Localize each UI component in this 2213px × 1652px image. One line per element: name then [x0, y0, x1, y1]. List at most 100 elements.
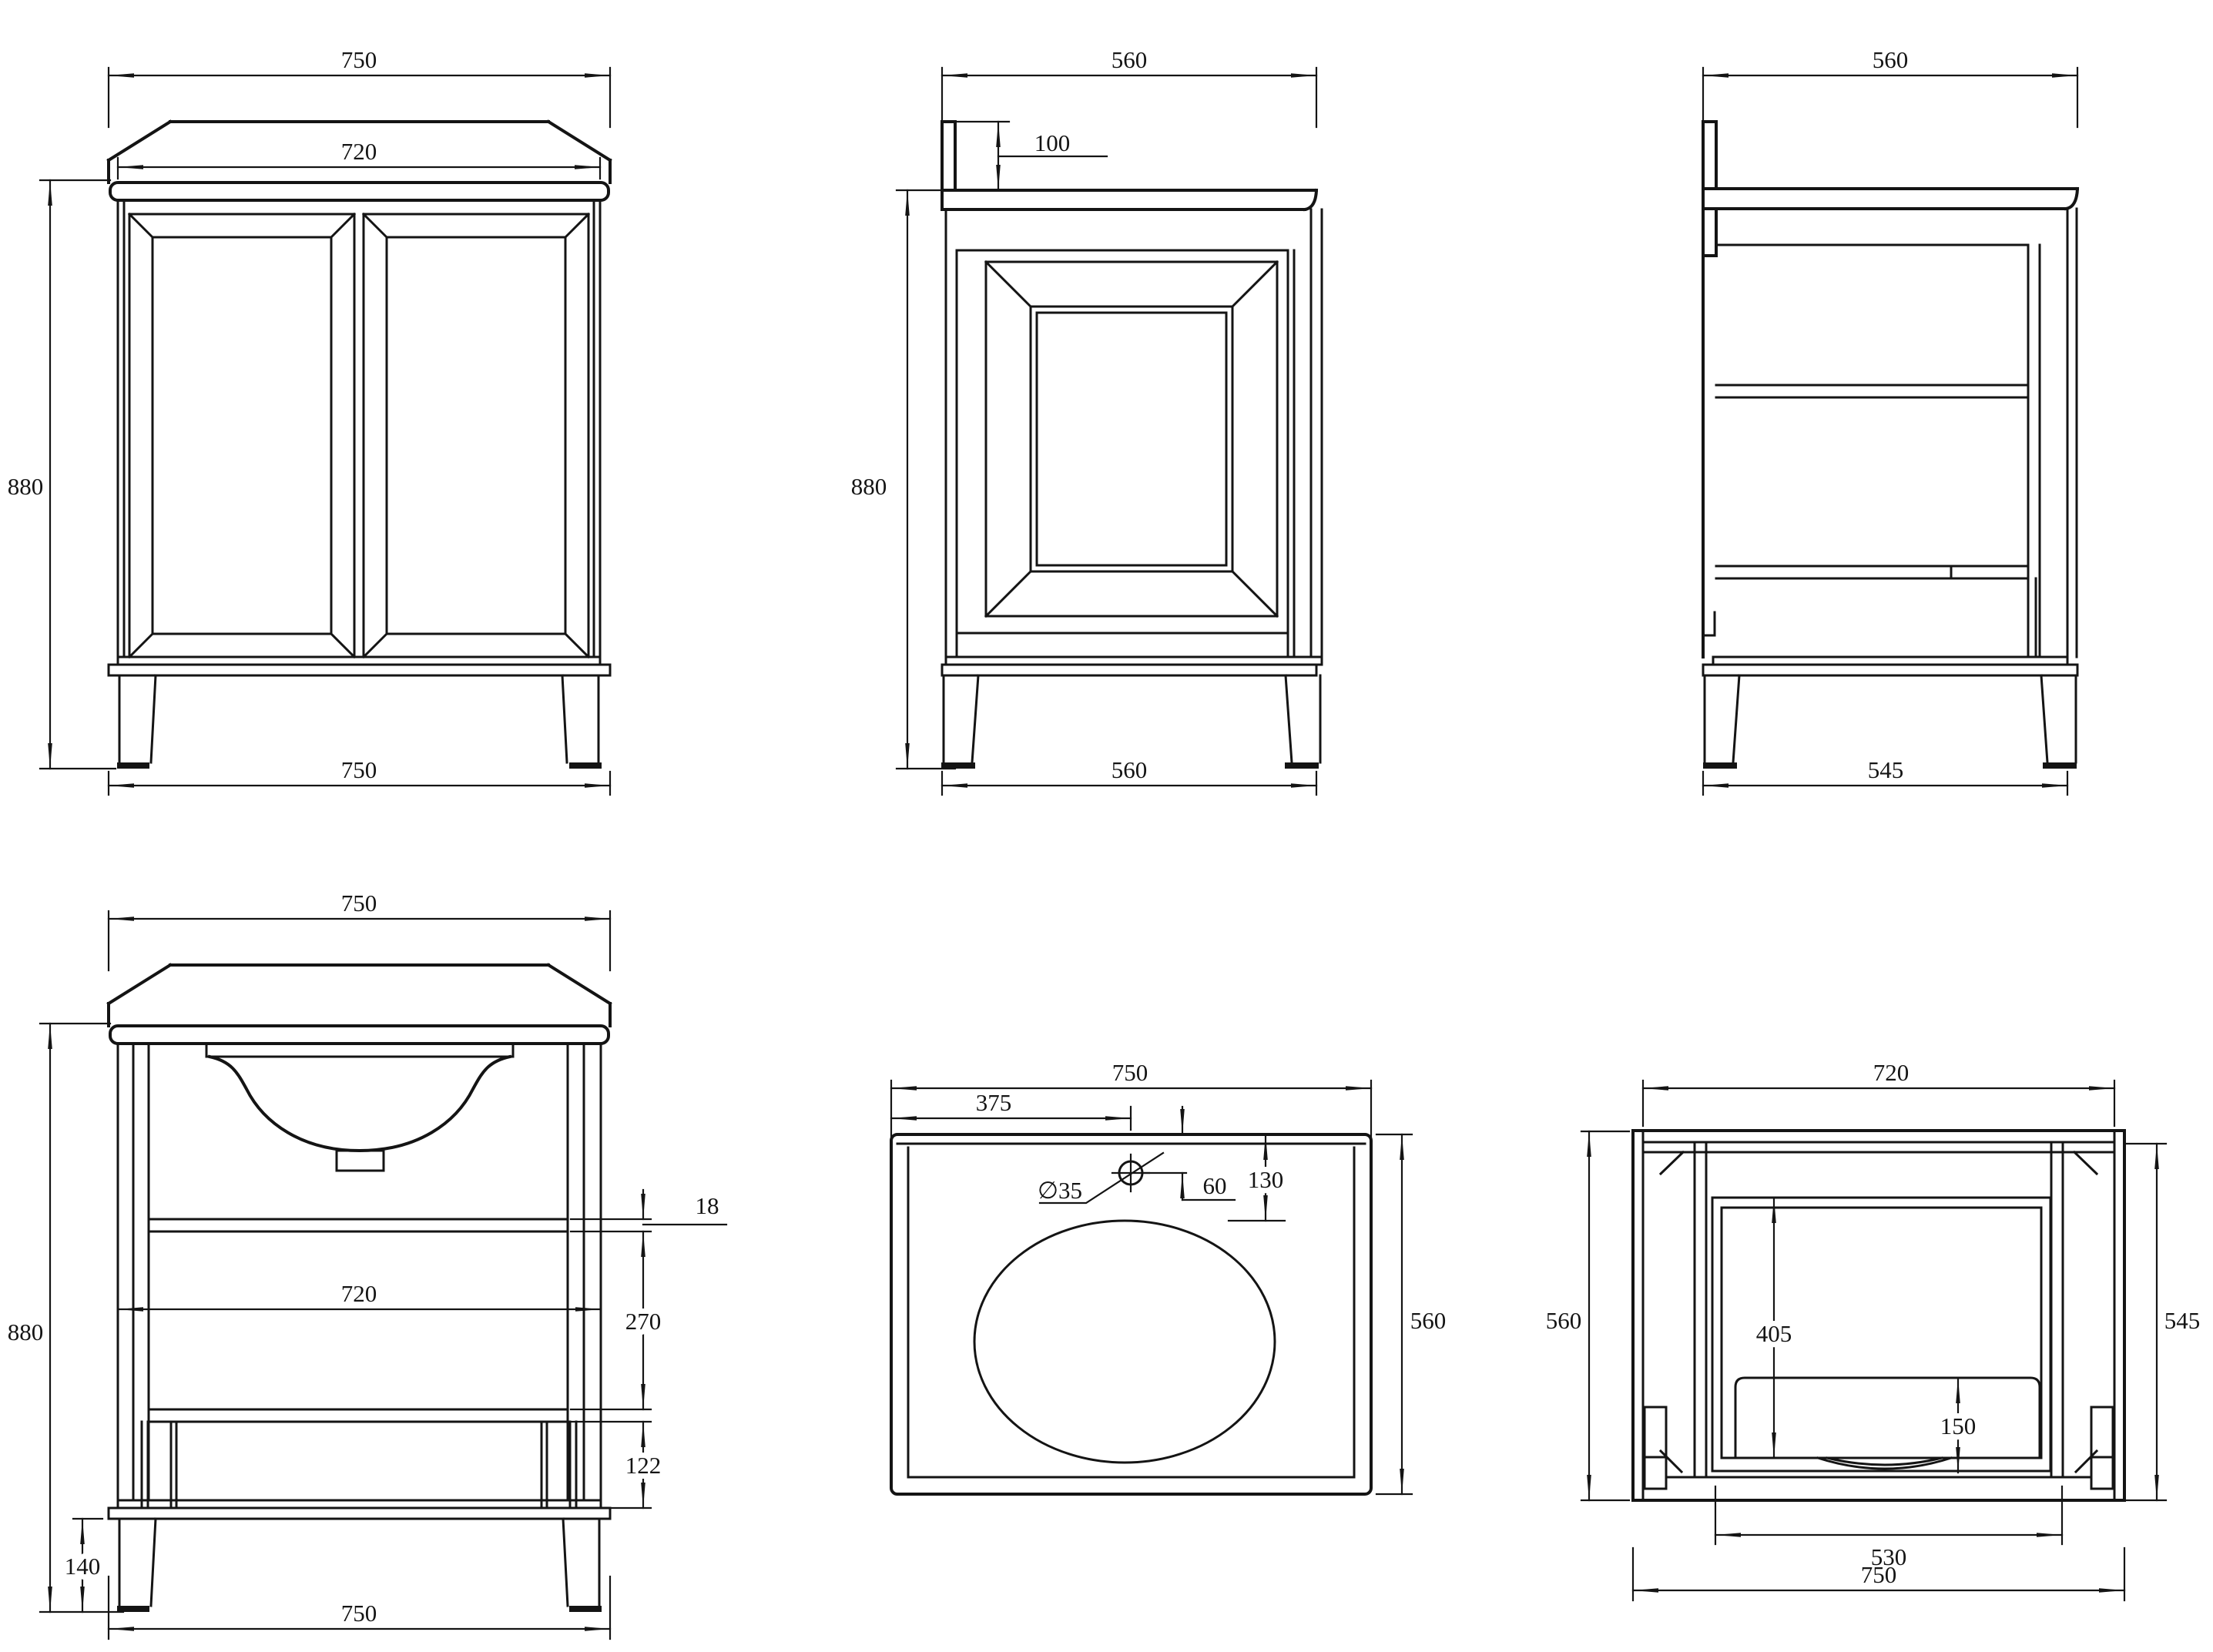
back-panel-step	[1702, 611, 1716, 637]
door-right	[362, 213, 590, 658]
foot-front	[1285, 762, 1319, 769]
foot-right	[569, 1606, 602, 1612]
tap-hole-leader	[1038, 1151, 1165, 1205]
dim-label: 405	[1756, 1320, 1792, 1347]
dim-label: 880	[8, 473, 44, 500]
dim-label: 720	[341, 1280, 377, 1307]
front-rail-under	[1734, 1376, 2041, 1459]
dim-label: 750	[341, 46, 377, 73]
legs	[118, 674, 600, 764]
door-right-bevel	[361, 212, 591, 659]
side-panel-bevel	[984, 260, 1279, 618]
dim-label: 150	[1940, 1412, 1977, 1439]
dim-label: 18	[696, 1192, 719, 1219]
legs	[1703, 674, 2077, 764]
dim-label: 750	[341, 756, 377, 783]
countertop-edge-band	[109, 1024, 610, 1045]
interior-opening-inner	[1720, 1206, 2043, 1459]
side-panel-inner2	[1035, 311, 1228, 567]
dim-label: 750	[1861, 1561, 1897, 1588]
countertop-slab	[941, 188, 1319, 212]
legs	[942, 674, 1322, 764]
cabinet-body	[116, 1042, 602, 1502]
dim-label: 750	[341, 890, 377, 916]
front-section-view: 750 18 720 270 122 880 140 750	[8, 890, 728, 1640]
body-frame	[1715, 207, 2078, 658]
extension-lines	[895, 66, 1318, 796]
side-view: 560 100 880 560	[851, 46, 1323, 796]
front-stiles	[1693, 1141, 2064, 1479]
leg-block-left	[1643, 1406, 1668, 1490]
extension-lines	[1580, 1079, 2168, 1602]
foot-back	[1703, 762, 1737, 769]
basin-drain	[335, 1149, 385, 1172]
dim-label: 560	[1410, 1307, 1447, 1334]
dim-label: 60	[1203, 1172, 1227, 1199]
foot-right	[569, 762, 602, 769]
leg-block-right	[2090, 1406, 2114, 1490]
backsplash	[941, 120, 957, 192]
dim-label: 560	[1873, 46, 1909, 73]
corner-braces	[1658, 1150, 2099, 1474]
countertop-edge-band	[109, 181, 610, 202]
dim-label: 100	[1034, 129, 1071, 156]
countertop-outline	[890, 1133, 1373, 1496]
side-panel-inner	[1029, 305, 1234, 573]
dim-label: 375	[976, 1089, 1012, 1116]
rear-side-view: 560 545	[1702, 46, 2080, 796]
plinth	[1702, 663, 2079, 677]
back-rail	[1641, 1141, 2116, 1154]
shelves	[147, 1218, 569, 1423]
dim-label: ∅35	[1038, 1177, 1082, 1204]
dim-label: 130	[1248, 1166, 1284, 1193]
dim-label: 750	[1112, 1059, 1148, 1086]
countertop-slab	[1702, 186, 2080, 211]
side-panel	[984, 260, 1279, 618]
door-left-panel	[151, 236, 333, 635]
dim-label: 750	[341, 1600, 377, 1627]
front-view: 750 720 880 750	[8, 46, 612, 796]
dim-label: 140	[65, 1553, 101, 1580]
base-plan-view: 720 560 545 405 150 530 750	[1546, 1059, 2201, 1602]
countertop-outline	[106, 119, 612, 184]
apron-arcs	[1816, 1456, 1953, 1470]
foot-left	[117, 762, 149, 769]
door-right-panel	[385, 236, 567, 635]
plinth	[941, 663, 1318, 677]
legs	[118, 1517, 601, 1607]
cabinet-body	[116, 199, 602, 658]
door-left	[128, 213, 356, 658]
basin-bowl	[207, 1054, 512, 1153]
dim-label: 880	[8, 1319, 44, 1345]
dim-label: 560	[1546, 1307, 1582, 1334]
dim-label: 560	[1112, 46, 1148, 73]
plinth	[107, 663, 612, 677]
extension-lines	[39, 910, 728, 1640]
dim-label: 270	[625, 1308, 662, 1335]
dim-label: 880	[851, 473, 887, 500]
foot-back	[941, 762, 975, 769]
dim-label: 720	[1873, 1059, 1910, 1086]
basin-cutout	[973, 1219, 1276, 1464]
door-left-bevel	[127, 212, 357, 659]
extension-lines	[1702, 66, 2079, 796]
interior-opening	[1711, 1196, 2052, 1473]
dim-label: 560	[1112, 756, 1148, 783]
extension-lines	[39, 66, 612, 796]
basin-rim	[205, 1042, 515, 1058]
dim-label: 545	[1868, 756, 1904, 783]
shelf-supports	[140, 1420, 578, 1510]
countertop-plan-view: 750 375 ∅35 60 130 560	[890, 1059, 1447, 1496]
dim-label: 545	[2164, 1307, 2201, 1334]
base-outline	[1631, 1129, 2126, 1502]
countertop-inner-edge	[896, 1142, 1366, 1479]
dim-label: 122	[625, 1452, 662, 1479]
side-panels	[1641, 1129, 2116, 1502]
shelves	[1715, 384, 2037, 658]
plinth	[107, 1506, 612, 1520]
countertop-outline	[106, 963, 612, 1027]
back-edge-splash	[1702, 120, 1718, 658]
dim-label: 720	[341, 138, 377, 165]
